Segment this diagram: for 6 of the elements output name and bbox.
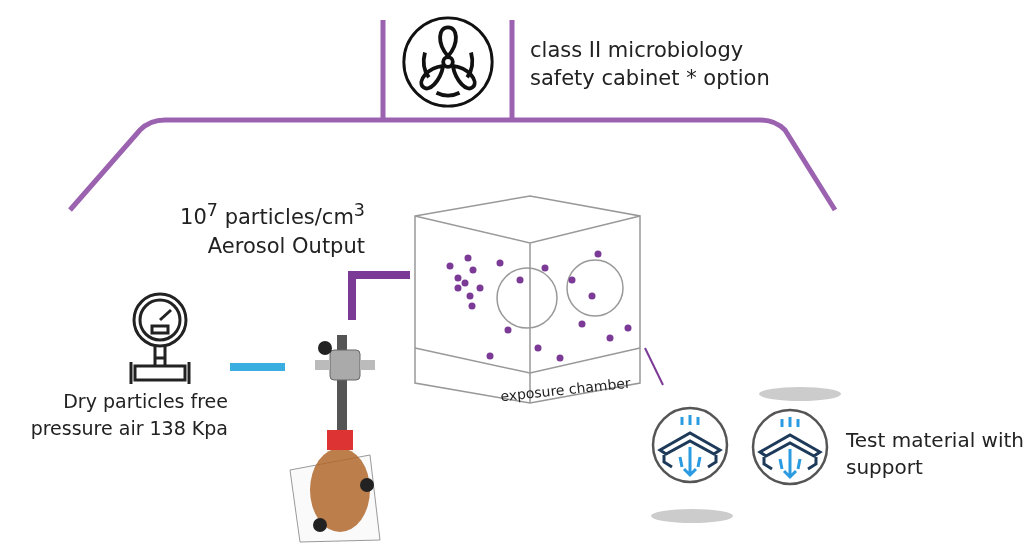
air-supply-label: Dry particles free pressure air 138 Kpa bbox=[29, 389, 228, 441]
cabinet-label: class II microbiology safety cabinet * option bbox=[530, 37, 770, 92]
leader-line bbox=[644, 347, 664, 386]
aerosol-output-label: 10$^{7}$ particles/cm$^{3}$ Aerosol Output bbox=[180, 199, 365, 260]
chamber-label: exposure chamber bbox=[499, 373, 633, 406]
test-material-label: Test material with support bbox=[846, 427, 1025, 481]
